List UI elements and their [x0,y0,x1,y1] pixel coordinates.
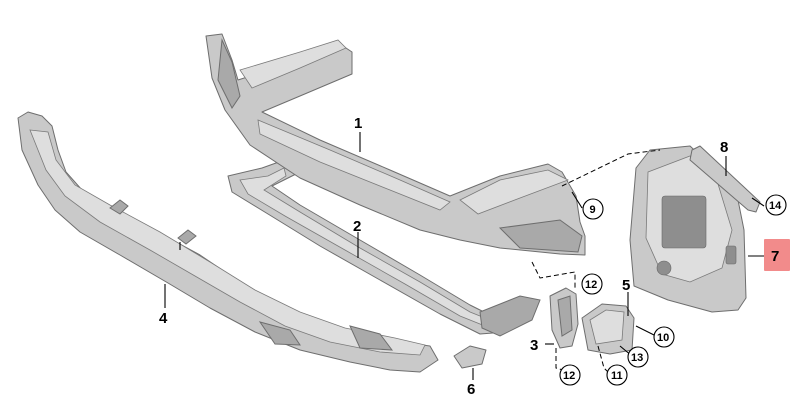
dashed-link-9-7 [561,149,661,187]
callout-5: 5 [622,277,630,294]
callout-12b-circle: 12 [559,364,581,386]
part-4-lower-carrier[interactable] [17,111,439,373]
callout-4: 4 [159,310,168,327]
dashed-link-3-12 [531,261,576,290]
callout-2: 2 [353,218,361,235]
callout-12b: 12 [563,370,575,382]
callout-10: 10 [657,332,669,344]
callout-11: 11 [611,370,623,382]
callout-11-circle: 11 [606,364,628,386]
callout-6: 6 [467,381,475,398]
callout-7-highlight[interactable]: 7 [764,239,790,271]
callout-13-circle: 13 [627,346,649,368]
callout-9: 9 [590,204,596,216]
dashed-link-12-lower [555,348,571,373]
part-2-crossbar[interactable] [227,157,541,337]
callout-1: 1 [354,115,362,132]
part-7-support[interactable] [629,145,747,313]
callout-9-circle: 9 [582,198,604,220]
callout-13: 13 [631,352,643,364]
callout-7: 7 [771,248,779,265]
callout-12a: 12 [585,279,597,291]
part-3-bracket[interactable] [549,287,579,349]
callout-3: 3 [530,337,538,354]
part-8-strut[interactable] [689,145,761,213]
callout-8: 8 [720,139,728,156]
part-5-bracket[interactable] [581,303,635,355]
callout-10-circle: 10 [653,326,675,348]
callout-12a-circle: 12 [581,273,603,295]
callout-14: 14 [769,200,782,212]
callout-14-circle: 14 [765,194,787,216]
part-1-upper-carrier[interactable] [205,33,586,256]
part-6-clip[interactable] [453,345,487,369]
